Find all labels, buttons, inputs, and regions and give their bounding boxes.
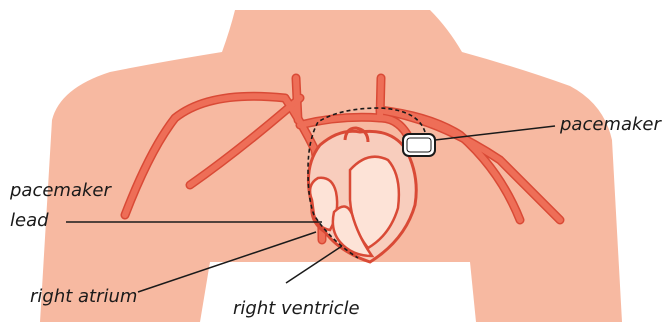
right-ventricle-label: right ventricle	[233, 298, 360, 320]
right-atrium-label: right atrium	[30, 286, 137, 308]
pacemaker-device	[403, 134, 435, 156]
pacemaker-lead-label-line1: pacemaker	[10, 180, 111, 202]
pacemaker-label: pacemaker	[560, 114, 661, 136]
pacemaker-lead-label-line2: lead	[10, 210, 49, 232]
